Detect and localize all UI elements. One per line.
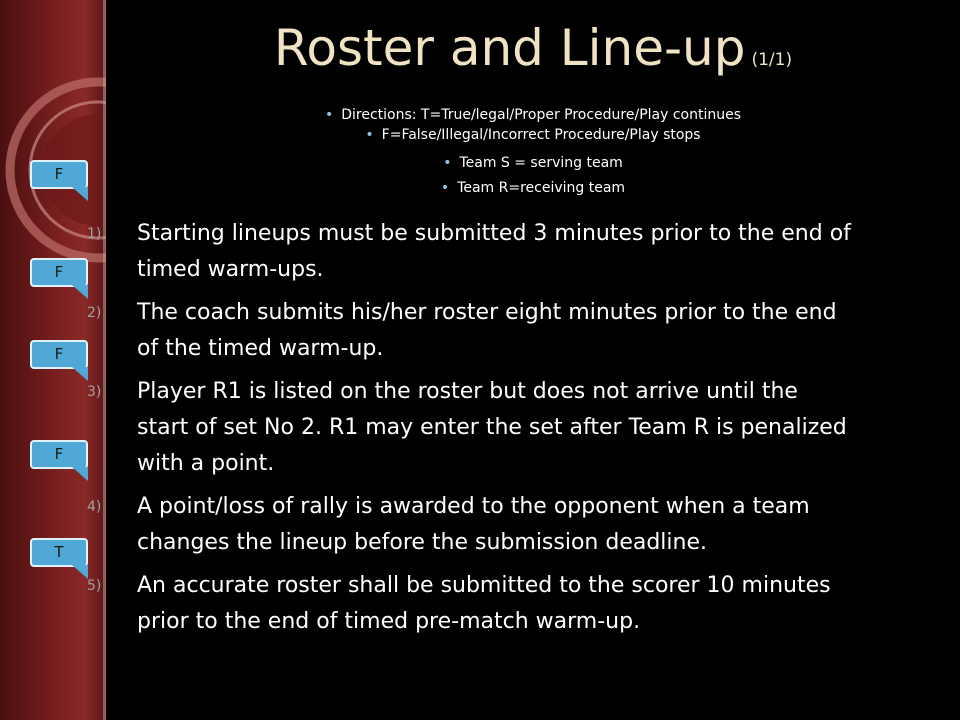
- title-main: Roster and Line-up: [273, 19, 746, 77]
- title-page-indicator: (1/1): [751, 50, 793, 70]
- question-line: start of set No 2. R1 may enter the set …: [137, 415, 847, 440]
- question-line: of the timed warm-up.: [137, 336, 384, 361]
- question-line: with a point.: [137, 451, 275, 476]
- question-number: 5): [87, 578, 102, 594]
- question-line: The coach submits his/her roster eight m…: [137, 300, 837, 325]
- slide-title: Roster and Line-up(1/1): [106, 18, 960, 90]
- question-number: 3): [87, 384, 102, 400]
- direction-item: Directions: T=True/legal/Proper Procedur…: [106, 104, 960, 126]
- question-item: 4) A point/loss of rally is awarded to t…: [87, 489, 902, 561]
- question-item: 3) Player R1 is listed on the roster but…: [87, 374, 902, 482]
- answer-callout: F: [30, 160, 88, 201]
- question-line: Player R1 is listed on the roster but do…: [137, 379, 798, 404]
- question-line: changes the lineup before the submission…: [137, 530, 708, 555]
- question-list: 1) Starting lineups must be submitted 3 …: [87, 216, 902, 647]
- question-item: 1) Starting lineups must be submitted 3 …: [87, 216, 902, 288]
- direction-item: Team R=receiving team: [106, 176, 960, 200]
- question-number: 4): [87, 499, 102, 515]
- direction-item: F=False/Illegal/Incorrect Procedure/Play…: [106, 126, 960, 150]
- question-number: 2): [87, 305, 102, 321]
- answer-callout: F: [30, 258, 88, 299]
- question-line: prior to the end of timed pre-match warm…: [137, 609, 641, 634]
- question-item: 5) An accurate roster shall be submitted…: [87, 568, 902, 640]
- direction-item: Team S = serving team: [106, 150, 960, 176]
- question-line: An accurate roster shall be submitted to…: [137, 573, 831, 598]
- directions-list: Directions: T=True/legal/Proper Procedur…: [106, 104, 960, 200]
- answer-callout: T: [30, 538, 88, 579]
- answer-callout: F: [30, 340, 88, 381]
- question-item: 2) The coach submits his/her roster eigh…: [87, 295, 902, 367]
- question-line: timed warm-ups.: [137, 257, 324, 282]
- question-number: 1): [87, 226, 102, 242]
- answer-callout: F: [30, 440, 88, 481]
- question-line: Starting lineups must be submitted 3 min…: [137, 221, 851, 246]
- question-line: A point/loss of rally is awarded to the …: [137, 494, 810, 519]
